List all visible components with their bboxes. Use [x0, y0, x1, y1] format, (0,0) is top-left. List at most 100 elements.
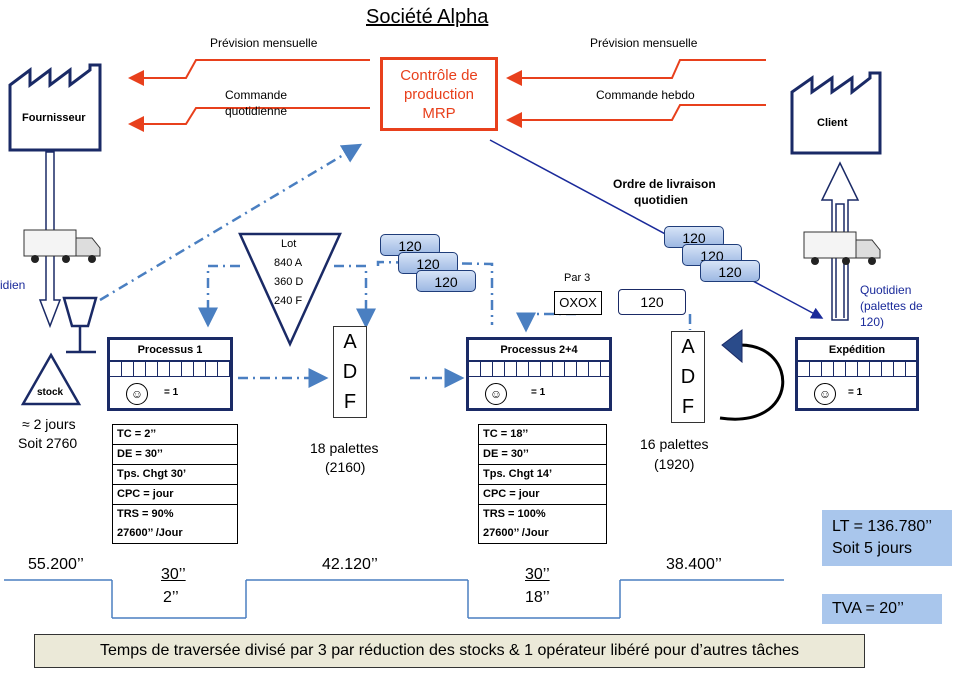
lot-triangle-icon [238, 232, 342, 348]
inventory-2-qty: (1920) [654, 456, 695, 472]
label-commande-left-1: Commande [225, 88, 288, 102]
lot-title: Lot [281, 238, 297, 250]
mrp-control-box: Contrôle de production MRP [380, 57, 498, 131]
shipping-title: Expédition [798, 340, 916, 362]
kanban-post-icon [62, 296, 98, 354]
data-changeover: Tps. Chgt 14’ [479, 465, 606, 485]
pallet-kanban-card: 120 [416, 270, 476, 292]
data-trs: TRS = 90% [117, 508, 174, 520]
timeline-proc-2-bottom: 18’’ [525, 589, 550, 606]
mrp-line-1: Contrôle de [400, 66, 478, 84]
label-delivery-order-1: Ordre de livraison [613, 177, 716, 191]
stock-label: stock [37, 387, 64, 398]
supermarket-adf-1: A D F [333, 326, 367, 418]
shipping-grid [798, 362, 916, 377]
data-available-time: 27600’’ /Jour [117, 527, 183, 539]
label-commande-right: Commande hebdo [596, 88, 695, 102]
adf-item: A [681, 336, 695, 358]
inventory-1-pallets: 18 palettes [310, 440, 379, 456]
truck-client-icon [803, 231, 881, 265]
info-arrow-commande-right [506, 104, 766, 128]
client-side-3: 120) [860, 315, 885, 329]
process-2-operators: = 1 [531, 387, 546, 398]
timeline-ladder [4, 579, 784, 619]
inventory-1-qty: (2160) [325, 459, 366, 475]
lot-row: 360 D [274, 276, 304, 288]
va-time-box: TVA = 20’’ [822, 594, 942, 624]
conclusion-banner: Temps de traversée divisé par 3 par rédu… [34, 634, 865, 668]
data-cycle-time: TC = 2’’ [113, 425, 237, 445]
lot-row: 240 F [274, 295, 303, 307]
oxox-box: OXOX [554, 291, 602, 315]
client-factory-icon [790, 71, 882, 155]
operator-icon: ☺ [485, 383, 507, 405]
mrp-line-3: MRP [422, 104, 456, 122]
adf-item: D [680, 366, 696, 388]
stock-quantity: Soit 2760 [18, 435, 78, 451]
data-changeover: Tps. Chgt 30’ [113, 465, 237, 485]
stock-days: ≈ 2 jours [22, 416, 76, 432]
adf-item: A [343, 331, 357, 353]
process-2-grid [469, 362, 609, 377]
client-label: Client [817, 117, 848, 129]
supplier-label: Fournisseur [22, 112, 86, 124]
kanban-120-card: 120 [618, 289, 686, 315]
inventory-2-pallets: 16 palettes [640, 436, 709, 452]
delivery-order-line [489, 139, 824, 319]
label-commande-left-2: quotidienne [225, 104, 288, 118]
process-1-operators: = 1 [164, 387, 179, 398]
timeline-proc-2-top: 30’’ [525, 566, 550, 583]
data-available-time: 27600’’ /Jour [483, 527, 549, 539]
timeline-proc-1-top: 30’’ [161, 566, 186, 583]
supplier-side-text: idien [0, 278, 26, 292]
lead-time-days: Soit 5 jours [832, 540, 913, 557]
stock-triangle-icon [20, 352, 82, 406]
oxox-to-process2 [516, 312, 576, 333]
supermarket-pull-arrow [719, 329, 785, 421]
info-arrow-prevision-left [128, 59, 370, 86]
truck-supplier-icon [23, 229, 101, 263]
timeline-wait-2: 42.120’’ [322, 556, 378, 573]
label-prevision-right: Prévision mensuelle [590, 36, 698, 50]
pallet-signal-to-process2 [376, 260, 494, 325]
info-arrow-prevision-right [506, 59, 766, 86]
label-delivery-order-2: quotidien [634, 193, 688, 207]
supermarket-adf-2: A D F [671, 331, 705, 423]
label-prevision-left: Prévision mensuelle [210, 36, 318, 50]
process-1-data-box: TC = 2’’ DE = 30’’ Tps. Chgt 30’ CPC = j… [112, 424, 238, 544]
info-arrow-commande-left [128, 107, 370, 132]
par3-label: Par 3 [564, 272, 591, 284]
process-2-title: Processus 2+4 [469, 340, 609, 362]
adf-item: F [681, 396, 695, 418]
lot-row: 840 A [274, 257, 303, 269]
data-trs: TRS = 100% [483, 508, 546, 520]
client-side-1: Quotidien [860, 283, 912, 297]
process-1-title: Processus 1 [110, 340, 230, 362]
process-2-box: Processus 2+4 ☺ = 1 [466, 337, 612, 411]
mrp-line-2: production [403, 85, 475, 103]
client-side-2: (palettes de [860, 299, 923, 313]
operator-icon: ☺ [126, 383, 148, 405]
operator-icon: ☺ [814, 383, 836, 405]
timeline-wait-1: 55.200’’ [28, 556, 84, 573]
data-cpc: CPC = jour [479, 485, 606, 505]
process-1-box: Processus 1 ☺ = 1 [107, 337, 233, 411]
process-2-data-box: TC = 18’’ DE = 30’’ Tps. Chgt 14’ CPC = … [478, 424, 607, 544]
process-1-grid [110, 362, 230, 377]
data-de: DE = 30’’ [479, 445, 606, 465]
pallet-kanban-card: 120 [664, 226, 724, 248]
data-de: DE = 30’’ [113, 445, 237, 465]
pallet-kanban-card: 120 [700, 260, 760, 282]
adf-item: F [343, 391, 357, 413]
data-cpc: CPC = jour [113, 485, 237, 505]
kanban-signal-to-mrp [99, 143, 363, 302]
data-cycle-time: TC = 18’’ [479, 425, 606, 445]
supplier-factory-icon [8, 63, 102, 152]
timeline-wait-3: 38.400’’ [666, 556, 722, 573]
lot-signal-to-adf [334, 264, 376, 329]
lot-signal-to-process1 [198, 264, 240, 328]
lead-time-value: LT = 136.780’’ [832, 518, 933, 535]
page-title: Société Alpha [366, 6, 489, 28]
shipping-box: Expédition ☺ = 1 [795, 337, 919, 411]
